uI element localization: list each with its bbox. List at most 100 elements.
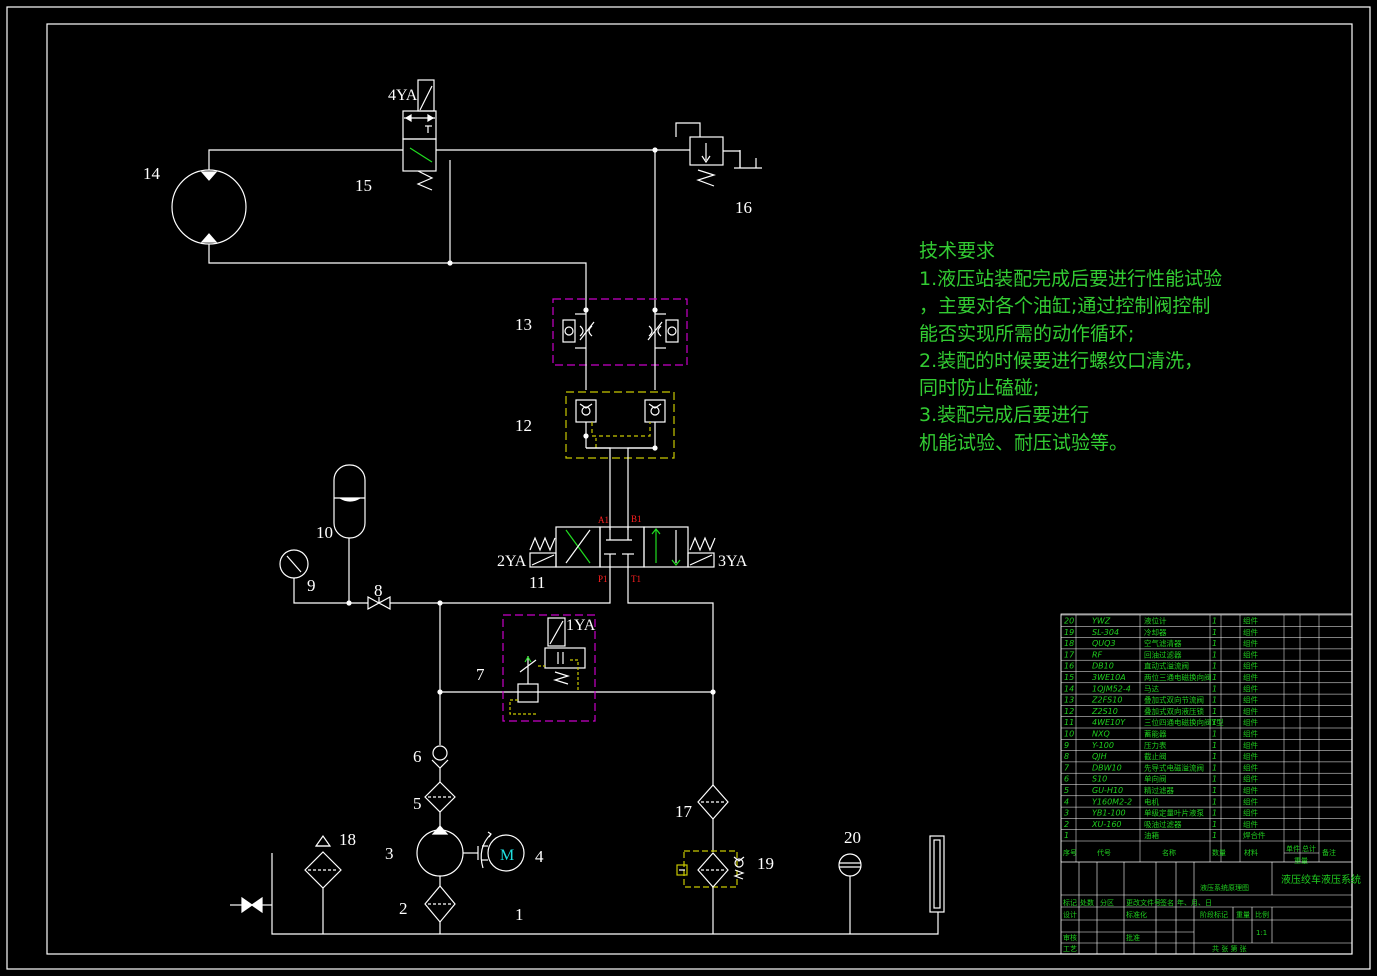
- tech-line: 2.装配的时候要进行螺纹口清洗，: [919, 350, 1203, 372]
- bom-header-cell: 数量: [1212, 848, 1226, 857]
- label-14: 14: [143, 164, 161, 183]
- bom-cell: 9: [1064, 741, 1069, 750]
- tb-sign: 签名: [1160, 898, 1174, 907]
- port-label-t1: T1: [631, 574, 641, 584]
- bom-header-cell: 单件: [1286, 844, 1300, 853]
- bom-cell: 4: [1064, 797, 1069, 806]
- bom-cell: Z2S10: [1091, 707, 1118, 716]
- bom-cell: 15: [1064, 673, 1074, 682]
- port-labels: A1 B1 P1 T1: [598, 514, 642, 584]
- bom-cell: 1: [1212, 797, 1217, 806]
- solenoid-relief-valve-7: [502, 614, 596, 722]
- bom-cell: 12: [1064, 707, 1074, 716]
- bom-cell: 组件: [1243, 627, 1259, 637]
- bom-cell: GU-H10: [1092, 786, 1123, 795]
- bom-cell: 精过滤器: [1144, 785, 1174, 795]
- inner-frame: [46, 23, 1353, 955]
- dual-throttle-valve-13: [552, 298, 688, 390]
- bom-cell: 单向阀: [1144, 774, 1167, 784]
- bom-cell: 组件: [1243, 785, 1259, 795]
- bom-cell: 蓄能器: [1144, 729, 1167, 739]
- bom-cell: 5: [1064, 786, 1069, 795]
- bom-cell: 1: [1212, 775, 1217, 784]
- relief-valve-16: [675, 122, 762, 187]
- bom-header-cell: 总计: [1302, 844, 1316, 853]
- bom-cell: 组件: [1243, 774, 1259, 784]
- label-10: 10: [316, 523, 333, 542]
- bom-cell: 1: [1212, 809, 1217, 818]
- port-label-b1: B1: [631, 514, 642, 524]
- tech-line: 机能试验、耐压试验等。: [919, 432, 1128, 454]
- system-name: 液压绞车液压系统: [1281, 873, 1361, 886]
- bom-cell: 油箱: [1144, 830, 1160, 840]
- bom-cell: 液位计: [1144, 616, 1167, 626]
- cooler-19: [676, 850, 745, 934]
- bom-cell: 电机: [1144, 796, 1160, 806]
- bom-row: 10 NXQ 蓄能器 1 组件: [1064, 729, 1259, 739]
- bom-cell: 组件: [1243, 649, 1259, 659]
- suction-filter-2: [424, 885, 456, 934]
- tag-1ya: 1YA: [566, 617, 596, 634]
- bom-cell: 1: [1212, 628, 1217, 637]
- bom-cell: 组件: [1243, 706, 1259, 716]
- label-11: 11: [529, 573, 545, 592]
- bom-cell: 组件: [1243, 616, 1259, 626]
- pressure-gauge-9: [279, 549, 368, 604]
- accumulator-10: [333, 464, 366, 603]
- tech-line: 3.装配完成后要进行: [919, 404, 1089, 426]
- drain-valve: [230, 896, 272, 914]
- bom-cell: Z2FS10: [1091, 696, 1122, 705]
- bom-cell: 1: [1212, 730, 1217, 739]
- label-17: 17: [675, 802, 693, 821]
- bom-cell: 1: [1212, 673, 1217, 682]
- bom-cell: 1: [1212, 662, 1217, 671]
- bom-cell: 1: [1212, 786, 1217, 795]
- bom-cell: DB10: [1092, 662, 1114, 671]
- bom-cell: 10: [1064, 730, 1074, 739]
- electric-motor-4: [480, 831, 525, 872]
- bom-cell: 1: [1212, 696, 1217, 705]
- bom-header-cell: 序号: [1063, 848, 1077, 857]
- bom-cell: 组件: [1243, 672, 1259, 682]
- fine-filter-5: [424, 781, 456, 830]
- bom-cell: 1: [1212, 650, 1217, 659]
- tb-standardize: 标准化: [1126, 910, 1147, 919]
- bom-cell: RF: [1092, 650, 1103, 659]
- bom-cell: XU-160: [1091, 820, 1122, 829]
- pump-3: [416, 825, 479, 886]
- return-filter-17: [697, 784, 729, 852]
- tb-review: 审核: [1063, 933, 1077, 942]
- pipe-motor-b: [208, 244, 587, 300]
- tb-mark: 标记: [1063, 898, 1077, 907]
- label-7: 7: [476, 665, 485, 684]
- label-3: 3: [385, 844, 394, 863]
- label-1: 1: [515, 905, 524, 924]
- bom-cell: 组件: [1243, 661, 1259, 671]
- bom-cell: 11: [1064, 718, 1074, 727]
- label-5: 5: [413, 794, 422, 813]
- tb-process: 工艺: [1063, 945, 1077, 953]
- label-20: 20: [844, 828, 861, 847]
- bom-cell: 1: [1064, 831, 1069, 840]
- solenoid-tags: 1YA 2YA 3YA 4YA: [388, 87, 748, 634]
- bom-cell: 1: [1212, 763, 1217, 772]
- bom-cell: 组件: [1243, 695, 1259, 705]
- bom-cell: NXQ: [1092, 730, 1110, 739]
- hydraulic-lock-12: [565, 391, 675, 530]
- port-label-p1: P1: [598, 574, 608, 584]
- bom-cell: 7: [1064, 763, 1070, 772]
- bom-cell: 截止阀: [1144, 751, 1167, 761]
- bom-cell: 1: [1212, 741, 1217, 750]
- bom-cell: 20: [1064, 617, 1074, 626]
- bom-cell: 组件: [1243, 729, 1259, 739]
- tb-zone: 分区: [1100, 898, 1114, 907]
- bom-cell: 18: [1064, 639, 1074, 648]
- hydraulic-motor-14: [171, 169, 247, 245]
